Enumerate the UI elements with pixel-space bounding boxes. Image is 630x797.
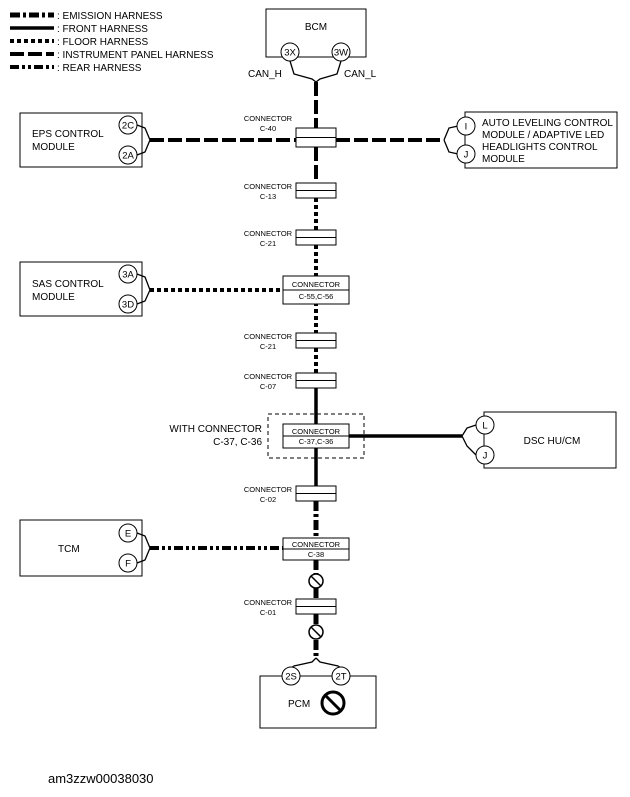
dsc-pin-l-label: L	[482, 421, 487, 432]
pcm-pin-2t	[331, 666, 351, 686]
dsc-pin-j	[475, 445, 495, 465]
c02-label-line1: CONNECTOR	[244, 485, 293, 494]
pcm-box	[259, 675, 377, 729]
c37-label-line1: CONNECTOR	[292, 427, 341, 436]
legend-emission-label: : EMISSION HARNESS	[57, 11, 163, 22]
eps-pin-2a-label: 2A	[122, 151, 134, 162]
bcm-pin-3w-label: 3W	[334, 48, 348, 59]
connector-c21-lower: CONNECTOR C-21	[244, 332, 337, 351]
sas-label-line2: MODULE	[32, 292, 75, 303]
c55-label-line1: CONNECTOR	[292, 280, 341, 289]
tcm-pin-f-label: F	[125, 559, 131, 570]
alc-label-line4: MODULE	[482, 154, 525, 165]
bcm-label: BCM	[305, 22, 327, 33]
alc-label-line1: AUTO LEVELING CONTROL	[482, 118, 613, 129]
c55-label-line2: C-55,C-56	[299, 292, 334, 301]
sas-label-line1: SAS CONTROL	[32, 279, 104, 290]
tcm-label: TCM	[58, 544, 80, 555]
with-connector-line1: WITH CONNECTOR	[169, 424, 262, 435]
dsc-hu-cm-module: L J DSC HU/CM	[349, 411, 617, 469]
connector-c02: CONNECTOR C-02	[244, 485, 337, 504]
c01-label-line2: C-01	[260, 608, 276, 617]
alc-label-line2: MODULE / ADAPTIVE LED	[482, 130, 604, 141]
alc-pin-i	[456, 116, 476, 136]
eps-label-line2: MODULE	[32, 142, 75, 153]
sas-pin-3d-label: 3D	[122, 300, 134, 311]
bcm-module: BCM 3X 3W CAN_H CAN_L	[248, 8, 377, 83]
can-l-label: CAN_L	[344, 69, 377, 80]
alc-pin-j-label: J	[464, 150, 469, 161]
eps-label-line1: EPS CONTROL	[32, 129, 104, 140]
c02-label-line2: C-02	[260, 495, 276, 504]
legend-floor-label: : FLOOR HARNESS	[57, 37, 148, 48]
alc-pin-i-label: I	[465, 122, 468, 133]
c40-label-line2: C-40	[260, 124, 276, 133]
bcm-pin-3x-label: 3X	[284, 48, 296, 59]
auto-leveling-control-module: I J AUTO LEVELING CONTROL MODULE / ADAPT…	[336, 111, 618, 169]
c40-label-line1: CONNECTOR	[244, 114, 293, 123]
can-h-label: CAN_H	[248, 69, 282, 80]
connector-c07: CONNECTOR C-07	[244, 372, 337, 391]
c13-label-line2: C-13	[260, 192, 276, 201]
pcm-label: PCM	[288, 699, 310, 710]
legend-front-label: : FRONT HARNESS	[57, 24, 148, 35]
c07-label-line2: C-07	[260, 382, 276, 391]
c21a-label-line1: CONNECTOR	[244, 229, 293, 238]
connector-c37-c36: WITH CONNECTOR C-37, C-36 CONNECTOR C-37…	[169, 413, 365, 459]
c21b-label-line2: C-21	[260, 342, 276, 351]
alc-label-line3: HEADLIGHTS CONTROL	[482, 142, 598, 153]
not-used-marker-icon	[308, 624, 324, 640]
pcm-pin-2s	[281, 666, 301, 686]
sas-pin-3a-label: 3A	[122, 270, 134, 281]
connector-c21-upper: CONNECTOR C-21	[244, 229, 337, 248]
legend: : EMISSION HARNESS : FRONT HARNESS : FLO…	[10, 11, 214, 74]
pcm-pin-2t-label: 2T	[335, 672, 346, 683]
legend-rear-label: : REAR HARNESS	[57, 63, 142, 74]
tcm-pin-e-label: E	[125, 529, 131, 540]
pcm-pin-2s-label: 2S	[285, 672, 297, 683]
sas-control-module: SAS CONTROL MODULE 3A 3D	[19, 261, 283, 317]
alc-box	[464, 111, 618, 169]
connector-c55-c56: CONNECTOR C-55,C-56	[282, 275, 350, 305]
not-used-marker-icon	[308, 573, 324, 589]
tcm-module: TCM E F	[19, 519, 283, 577]
c37-label-line2: C-37,C-36	[299, 437, 334, 446]
eps-pin-2c-label: 2C	[122, 121, 134, 132]
connector-c13: CONNECTOR C-13	[244, 182, 337, 201]
c13-label-line1: CONNECTOR	[244, 182, 293, 191]
c21a-label-line2: C-21	[260, 239, 276, 248]
c38-label-line1: CONNECTOR	[292, 540, 341, 549]
legend-instrument-panel-label: : INSTRUMENT PANEL HARNESS	[57, 50, 214, 61]
dsc-label: DSC HU/CM	[524, 436, 581, 447]
dsc-pin-j-label: J	[483, 451, 488, 462]
connector-c01: CONNECTOR C-01	[244, 598, 337, 617]
figure-id-caption: am3zzw00038030	[48, 771, 154, 786]
dsc-pin-l	[475, 415, 495, 435]
pcm-module: 2S 2T PCM	[259, 657, 377, 729]
c01-label-line1: CONNECTOR	[244, 598, 293, 607]
prohibited-icon	[320, 690, 346, 716]
connector-c38: CONNECTOR C-38	[282, 537, 350, 561]
c21b-label-line1: CONNECTOR	[244, 332, 293, 341]
c07-label-line1: CONNECTOR	[244, 372, 293, 381]
eps-control-module: EPS CONTROL MODULE 2C 2A	[19, 112, 296, 168]
dsc-box	[483, 411, 617, 469]
connector-c40: CONNECTOR C-40	[244, 114, 337, 148]
alc-pin-j	[456, 144, 476, 164]
c38-label-line2: C-38	[308, 550, 324, 559]
with-connector-line2: C-37, C-36	[213, 437, 262, 448]
